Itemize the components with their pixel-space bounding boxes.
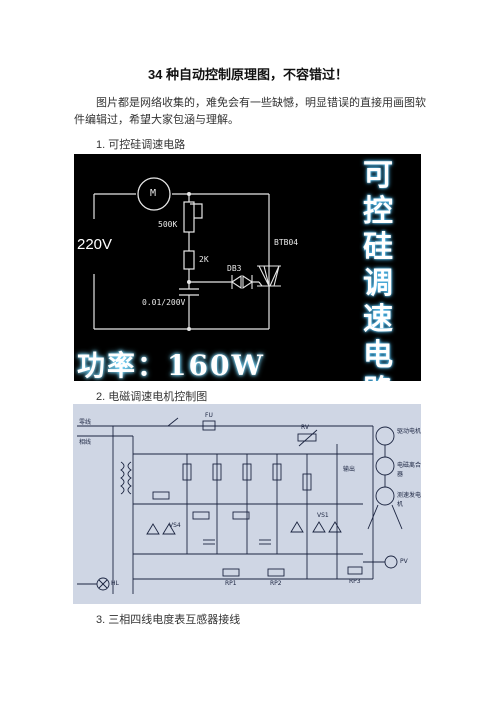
drive-motor-label: 驱动电机 (397, 428, 421, 435)
vs4-label: VS4 (169, 522, 181, 529)
rv-label: RV (301, 424, 309, 431)
electromagnetic-motor-figure: 零线 相线 FU RV VS4 VS1 RP1 RP2 RP3 PV HL 输出… (73, 404, 421, 604)
scr-speed-control-figure: M 500K 2K DB3 BTB04 0.01/200V 220V 功率：16… (74, 154, 421, 381)
neutral-label: 零线 (79, 419, 92, 426)
diac-label: DB3 (227, 264, 242, 273)
clutch-label: 电磁离合器 (397, 462, 421, 478)
scr-circuit-diagram (93, 177, 281, 331)
power-rating-text: 功率：160W (77, 349, 265, 381)
vs1-label: VS1 (317, 512, 329, 519)
section-heading-1: 1. 可控硅调速电路 (96, 139, 186, 151)
supply-voltage-label: 220V (77, 236, 113, 253)
triac-label: BTB04 (274, 238, 299, 247)
output-label: 输出 (343, 466, 356, 473)
rp2-label: RP2 (270, 580, 282, 587)
capacitor-label: 0.01/200V (142, 298, 186, 307)
pot-label: 500K (158, 220, 178, 229)
rp3-label: RP3 (349, 578, 361, 585)
tacho-generator-label: 测速发电机 (397, 492, 421, 508)
section-heading-3: 3. 三相四线电度表互感器接线 (96, 614, 241, 626)
electromagnetic-circuit-diagram (77, 417, 403, 594)
hl-label: HL (111, 580, 119, 587)
page-title: 34 种自动控制原理图，不容错过！ (147, 67, 349, 82)
resistor-label: 2K (199, 255, 209, 264)
rp1-label: RP1 (225, 580, 237, 587)
intro-paragraph: 图片都是网络收集的，难免会有一些缺憾，明显错误的直接用画图软件编辑过，希望大家包… (74, 97, 426, 126)
triac-symbol (257, 265, 281, 287)
motor-label: M (150, 188, 157, 199)
vertical-title: 可 控 硅 调 速 电 路 (363, 158, 393, 381)
phase-label: 相线 (79, 439, 92, 446)
motor-symbol (137, 177, 171, 211)
pv-label: PV (400, 558, 408, 565)
fuse-label: FU (205, 412, 213, 419)
diac-symbol (231, 274, 253, 290)
section-heading-2: 2. 电磁调速电机控制图 (96, 391, 208, 403)
